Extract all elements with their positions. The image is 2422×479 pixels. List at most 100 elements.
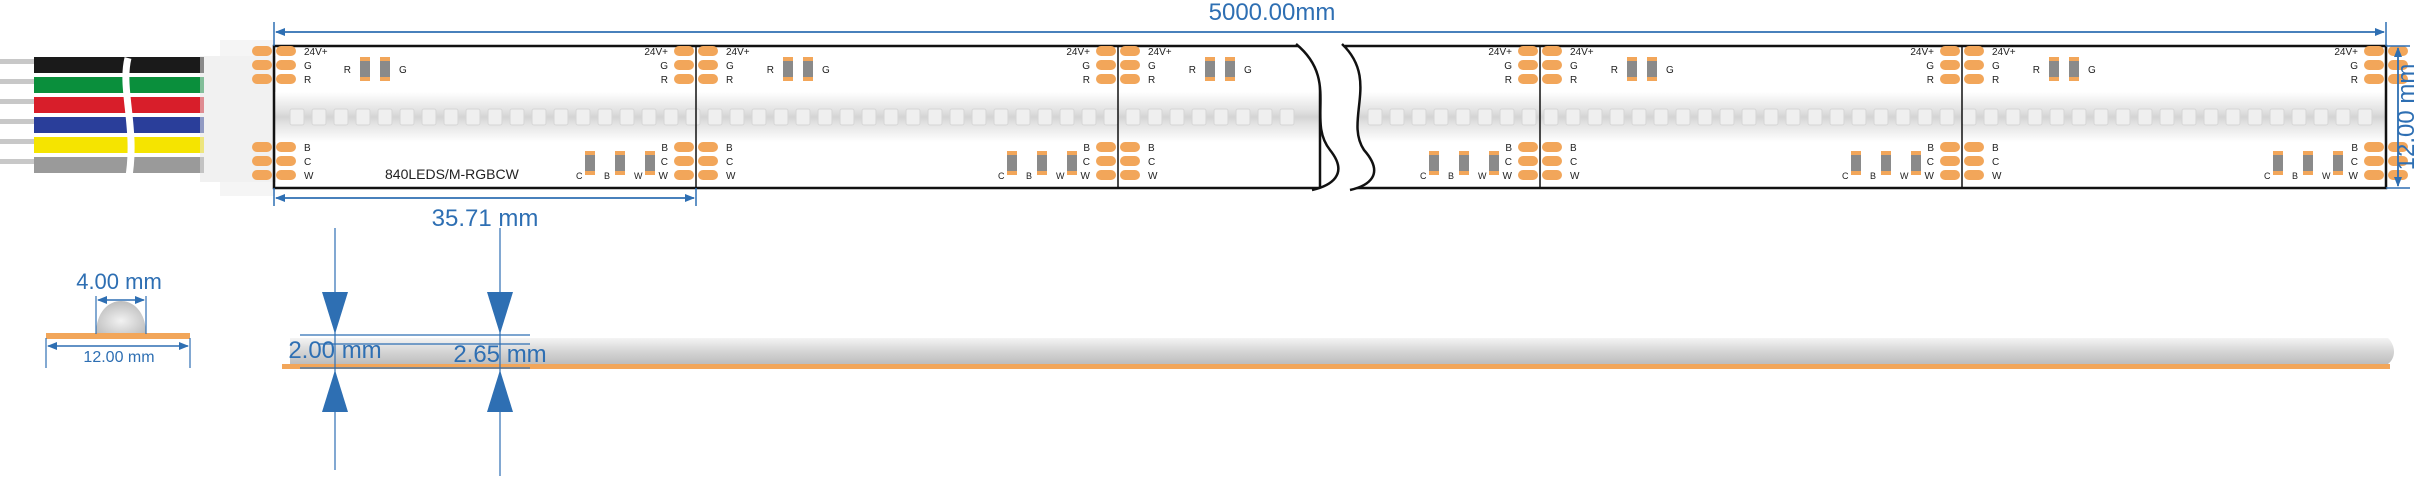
led-chip: [949, 108, 965, 126]
solder-pad: [1518, 170, 1538, 180]
pad-label: B: [1570, 143, 1577, 154]
led-chip: [1015, 108, 1031, 126]
solder-pad: [2364, 142, 2384, 152]
resistor: [1881, 154, 1891, 172]
resistor-pad: [1007, 171, 1017, 175]
pad-label: B: [1505, 143, 1512, 154]
solder-pad: [1940, 60, 1960, 70]
led-chip: [2093, 108, 2109, 126]
led-chip: [1631, 108, 1647, 126]
led-chip: [2115, 108, 2131, 126]
resistor: [2069, 60, 2079, 78]
resistor-pad: [803, 77, 813, 81]
resistor-label: G: [822, 65, 830, 76]
led-chip: [927, 108, 943, 126]
wire-bundle: [0, 40, 276, 196]
solder-pad: [674, 60, 694, 70]
led-chip: [487, 108, 503, 126]
resistor: [1225, 60, 1235, 78]
solder-pad: [1964, 156, 1984, 166]
led-chip: [531, 108, 547, 126]
pad-label: G: [1504, 61, 1512, 72]
led-chip: [1477, 108, 1493, 126]
resistor-pad: [1489, 171, 1499, 175]
resistor-pad: [1429, 151, 1439, 155]
resistor: [1007, 154, 1017, 172]
resistor-label: C: [2264, 171, 2271, 181]
resistor-pad: [380, 77, 390, 81]
pad-label: C: [661, 157, 668, 168]
solder-pad: [2364, 170, 2384, 180]
pad-label: W: [304, 171, 314, 182]
led-chip: [1543, 108, 1559, 126]
pad-label: R: [726, 75, 733, 86]
led-chip: [2005, 108, 2021, 126]
resistor-pad: [1459, 151, 1469, 155]
led-chip: [707, 108, 723, 126]
solder-pad: [1518, 46, 1538, 56]
pad-label: G: [660, 61, 668, 72]
resistor-pad: [360, 57, 370, 61]
wire-red: [34, 97, 204, 113]
solder-pad: [1120, 156, 1140, 166]
pad-label: 24V+: [1066, 47, 1090, 58]
cross-section-view: 4.00 mm 12.00 mm: [45, 269, 191, 368]
pad-label: G: [304, 61, 312, 72]
solder-pad: [1964, 170, 1984, 180]
solder-pad: [674, 46, 694, 56]
led-chip: [817, 108, 833, 126]
resistor-label: G: [399, 65, 407, 76]
wire-green: [34, 77, 204, 93]
pad-label: B: [1148, 143, 1155, 154]
resistor-pad: [1429, 171, 1439, 175]
resistor: [1647, 60, 1657, 78]
solder-pad: [1542, 170, 1562, 180]
solder-pad: [276, 156, 296, 166]
resistor: [1205, 60, 1215, 78]
led-chip: [1147, 108, 1163, 126]
solder-pad: [2364, 60, 2384, 70]
strip-model-label: 840LEDS/M-RGBCW: [385, 166, 520, 182]
solder-pad: [276, 60, 296, 70]
resistor: [1627, 60, 1637, 78]
resistor-label: R: [767, 65, 774, 76]
resistor-pad: [1911, 151, 1921, 155]
solder-pad: [1542, 46, 1562, 56]
led-chip: [619, 108, 635, 126]
led-chip: [1895, 108, 1911, 126]
led-chip: [1125, 108, 1141, 126]
resistor-pad: [2273, 171, 2283, 175]
led-chip: [729, 108, 745, 126]
resistor: [360, 60, 370, 78]
pad-label: B: [304, 143, 311, 154]
pad-label: 24V+: [644, 47, 668, 58]
resistor-label: R: [1611, 65, 1618, 76]
resistor: [1037, 154, 1047, 172]
solder-pad: [1964, 74, 1984, 84]
wire-strand-blue: [0, 119, 36, 124]
pad-label: W: [1503, 171, 1513, 182]
led-chip: [839, 108, 855, 126]
resistor-label: B: [2292, 171, 2298, 181]
led-chip: [1565, 108, 1581, 126]
led-chip: [2269, 108, 2285, 126]
resistor-label: R: [2033, 65, 2040, 76]
solder-pad: [252, 46, 272, 56]
led-chip: [1807, 108, 1823, 126]
resistor: [1911, 154, 1921, 172]
led-chip: [465, 108, 481, 126]
solder-pad: [698, 60, 718, 70]
pad-label: R: [1927, 75, 1934, 86]
pad-label: R: [2351, 75, 2358, 86]
led-chip: [1037, 108, 1053, 126]
resistor-pad: [1225, 77, 1235, 81]
solder-pad: [1518, 142, 1538, 152]
resistor-label: G: [1666, 65, 1674, 76]
led-chip: [1609, 108, 1625, 126]
led-chip: [575, 108, 591, 126]
side-view-body: [290, 338, 2394, 364]
solder-pad: [1096, 60, 1116, 70]
